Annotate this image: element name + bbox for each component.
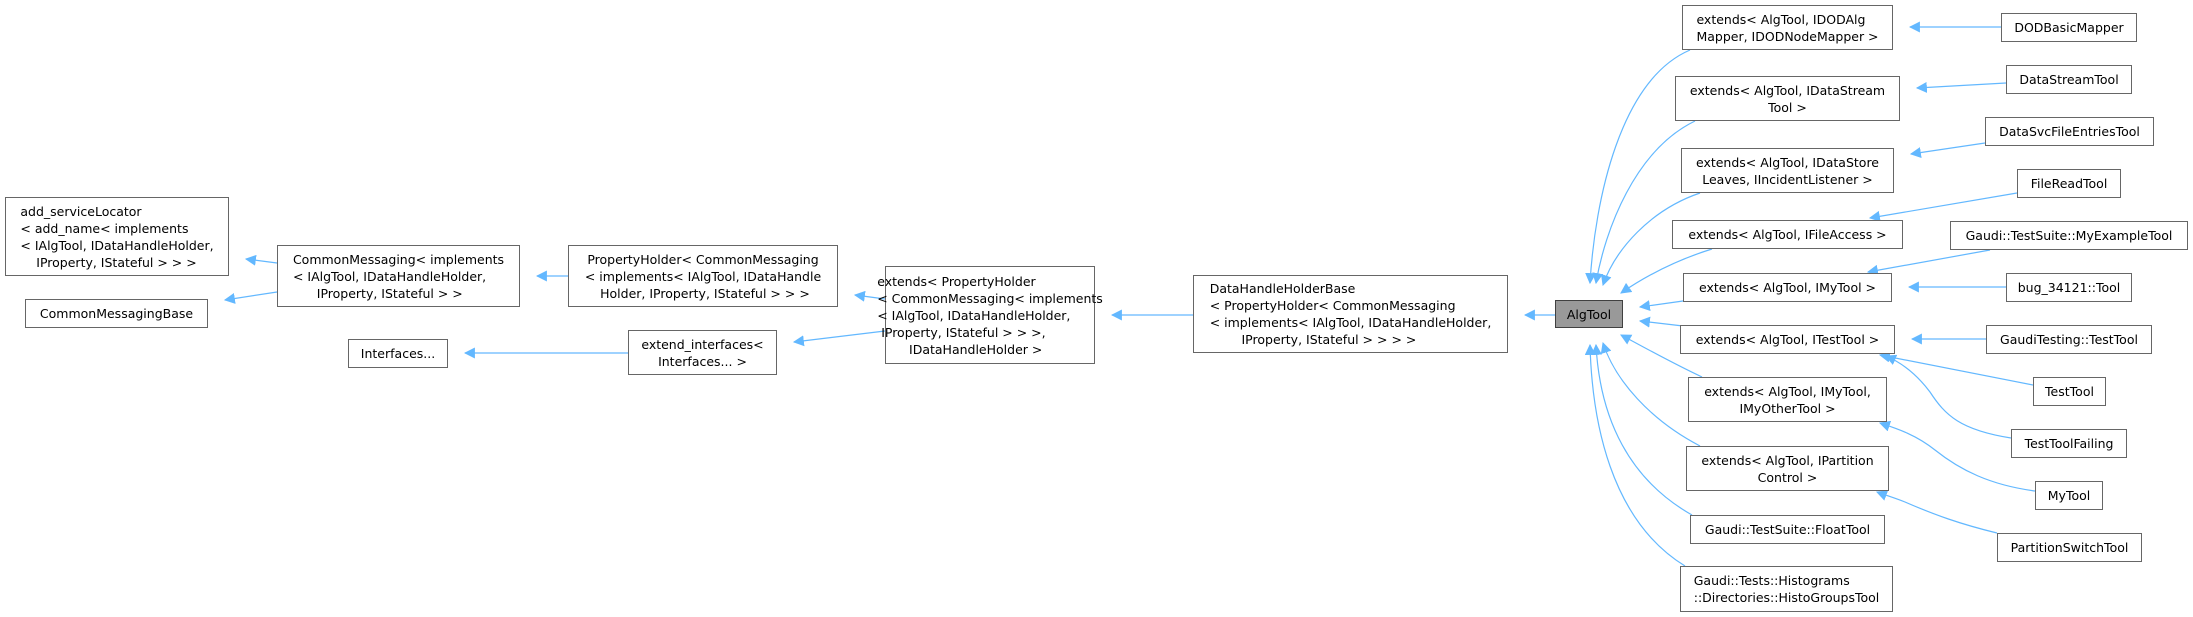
class-node-label: extends< AlgTool, IMyTool, IMyOtherTool … xyxy=(1704,383,1871,416)
class-node-label: TestTool xyxy=(2045,384,2094,399)
class-node-GaudiTesting_TestTool[interactable]: GaudiTesting::TestTool xyxy=(1986,325,2152,354)
class-node-label: FileReadTool xyxy=(2030,176,2108,191)
inheritance-edge-FileReadTool-to-extIFileAccess xyxy=(1868,192,2018,222)
class-node-extIDataStreamTool[interactable]: extends< AlgTool, IDataStream Tool > xyxy=(1675,76,1900,121)
class-node-label: PartitionSwitchTool xyxy=(2010,540,2129,555)
inheritance-edge-extIMyTool-to-AlgTool xyxy=(1638,300,1684,312)
class-node-TestToolFailing[interactable]: TestToolFailing xyxy=(2011,429,2127,458)
inheritance-edge-extITestTool-to-AlgTool xyxy=(1638,316,1684,328)
class-node-label: DataHandleHolderBase < PropertyHolder< C… xyxy=(1209,281,1492,347)
class-node-label: extends< AlgTool, ITestTool > xyxy=(1695,332,1880,347)
class-node-label: Gaudi::TestSuite::FloatTool xyxy=(1704,522,1871,537)
class-node-label: DODBasicMapper xyxy=(2014,20,2124,35)
class-node-PropertyHolder[interactable]: PropertyHolder< CommonMessaging < implem… xyxy=(568,245,838,307)
class-node-label: TestToolFailing xyxy=(2024,436,2114,451)
class-node-label: bug_34121::Tool xyxy=(2017,280,2121,295)
class-node-TestTool[interactable]: TestTool xyxy=(2033,377,2106,406)
class-node-extIDODAlgMapper[interactable]: extends< AlgTool, IDODAlg Mapper, IDODNo… xyxy=(1682,5,1893,50)
class-node-label: extends< PropertyHolder < CommonMessagin… xyxy=(877,273,1103,357)
class-node-label: extends< AlgTool, IFileAccess > xyxy=(1688,227,1887,242)
class-node-label: extends< AlgTool, IDataStore Leaves, IIn… xyxy=(1695,154,1880,187)
class-node-MyExampleTool[interactable]: Gaudi::TestSuite::MyExampleTool xyxy=(1950,221,2188,250)
inheritance-edge-TestTool-to-extITestTool xyxy=(1878,351,2034,386)
inheritance-edge-DataSvcFileEntriesTool-to-extIDataStoreLeaves xyxy=(1909,142,1986,158)
class-node-extendsPropertyHolder[interactable]: extends< PropertyHolder < CommonMessagin… xyxy=(877,266,1103,364)
class-node-extIPartitionControl[interactable]: extends< AlgTool, IPartition Control > xyxy=(1686,446,1889,491)
class-node-DODBasicMapper[interactable]: DODBasicMapper xyxy=(2001,13,2137,42)
class-node-label: extends< AlgTool, IPartition Control > xyxy=(1701,452,1874,485)
class-node-FileReadTool[interactable]: FileReadTool xyxy=(2017,169,2121,198)
class-node-label: add_serviceLocator < add_name< implement… xyxy=(20,203,214,270)
class-node-label: MyTool xyxy=(2047,488,2091,503)
class-node-HistoGroupsTool[interactable]: Gaudi::Tests::Histograms ::Directories::… xyxy=(1680,566,1893,612)
class-node-DataHandleHolderBase[interactable]: DataHandleHolderBase < PropertyHolder< C… xyxy=(1193,275,1508,353)
inheritance-edge-extIPartitionControl-to-AlgTool xyxy=(1600,341,1701,447)
class-node-FloatTool[interactable]: Gaudi::TestSuite::FloatTool xyxy=(1690,515,1885,544)
class-node-label: DataSvcFileEntriesTool xyxy=(1999,124,2140,139)
inheritance-edge-extIDataStreamTool-to-AlgTool xyxy=(1592,120,1696,285)
inheritance-edge-CommonMessaging-to-add_serviceLocator xyxy=(244,254,278,266)
inheritance-edge-extendsPropertyHolder-to-PropertyHolder xyxy=(853,290,886,302)
class-node-label: CommonMessaging< implements < IAlgTool, … xyxy=(292,251,505,301)
class-node-label: Interfaces... xyxy=(360,346,436,361)
class-node-label: GaudiTesting::TestTool xyxy=(2000,332,2138,347)
inheritance-edge-PartitionSwitchTool-to-extIPartitionControl xyxy=(1875,490,1998,534)
class-node-label: CommonMessagingBase xyxy=(39,306,194,321)
class-node-AlgTool[interactable]: AlgTool xyxy=(1555,300,1623,328)
inheritance-edge-MyTool-to-extIMyOtherTool xyxy=(1878,420,2036,492)
class-node-CommonMessagingBase[interactable]: CommonMessagingBase xyxy=(25,299,208,328)
class-node-label: extends< AlgTool, IMyTool > xyxy=(1698,280,1877,295)
inheritance-edge-FloatTool-to-AlgTool xyxy=(1591,343,1693,516)
class-node-DataStreamTool[interactable]: DataStreamTool xyxy=(2006,65,2132,94)
class-node-label: extends< AlgTool, IDODAlg Mapper, IDODNo… xyxy=(1696,11,1879,44)
edge-group xyxy=(223,21,2036,567)
inheritance-edge-MyExampleTool-to-extIMyTool xyxy=(1866,249,1991,276)
inheritance-edge-DataStreamTool-to-extIDataStreamTool xyxy=(1915,81,2007,93)
class-node-DataSvcFileEntriesTool[interactable]: DataSvcFileEntriesTool xyxy=(1985,117,2154,146)
class-node-label: PropertyHolder< CommonMessaging < implem… xyxy=(584,251,822,301)
class-node-add_serviceLocator[interactable]: add_serviceLocator < add_name< implement… xyxy=(5,197,229,276)
class-node-label: Gaudi::Tests::Histograms ::Directories::… xyxy=(1693,573,1880,605)
class-node-label: DataStreamTool xyxy=(2019,72,2119,87)
inheritance-edge-CommonMessaging-to-CommonMessagingBase xyxy=(223,291,278,304)
class-node-extIFileAccess[interactable]: extends< AlgTool, IFileAccess > xyxy=(1672,220,1903,249)
class-node-MyTool[interactable]: MyTool xyxy=(2035,481,2103,510)
class-node-label: extend_interfaces< Interfaces... > xyxy=(641,336,764,369)
class-node-extIMyOtherTool[interactable]: extends< AlgTool, IMyTool, IMyOtherTool … xyxy=(1688,377,1887,422)
class-node-extend_interfaces[interactable]: extend_interfaces< Interfaces... > xyxy=(628,330,777,375)
class-node-bug_34121_Tool[interactable]: bug_34121::Tool xyxy=(2006,273,2132,302)
class-node-Interfaces[interactable]: Interfaces... xyxy=(348,339,448,368)
class-node-PartitionSwitchTool[interactable]: PartitionSwitchTool xyxy=(1997,533,2142,562)
class-node-extIMyTool[interactable]: extends< AlgTool, IMyTool > xyxy=(1683,273,1892,302)
class-node-label: extends< AlgTool, IDataStream Tool > xyxy=(1689,82,1886,115)
class-node-CommonMessaging[interactable]: CommonMessaging< implements < IAlgTool, … xyxy=(277,245,520,307)
inheritance-edge-extIDODAlgMapper-to-AlgTool xyxy=(1585,49,1691,285)
inheritance-edge-extIFileAccess-to-AlgTool xyxy=(1620,248,1713,294)
inheritance-edge-HistoGroupsTool-to-AlgTool xyxy=(1584,343,1686,567)
inheritance-edge-extIDataStoreLeaves-to-AlgTool xyxy=(1601,192,1701,287)
class-node-label: Gaudi::TestSuite::MyExampleTool xyxy=(1965,228,2173,243)
inheritance-edge-extendsPropertyHolder-to-extend_interfaces xyxy=(792,330,886,347)
inheritance-edge-TestToolFailing-to-extITestTool xyxy=(1884,354,2012,439)
class-node-extIDataStoreLeaves[interactable]: extends< AlgTool, IDataStore Leaves, IIn… xyxy=(1681,148,1894,193)
class-node-label: AlgTool xyxy=(1566,306,1612,322)
inheritance-edge-extIMyOtherTool-to-AlgTool xyxy=(1620,334,1703,378)
class-node-extITestTool[interactable]: extends< AlgTool, ITestTool > xyxy=(1680,325,1895,354)
